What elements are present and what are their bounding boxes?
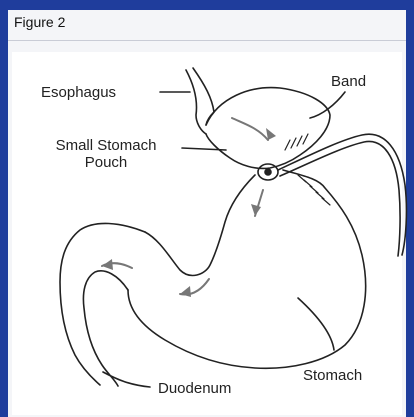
band-tube-inner — [280, 141, 400, 256]
label-stomach: Stomach — [303, 367, 362, 384]
duodenum-outline — [83, 271, 128, 386]
label-esophagus: Esophagus — [41, 84, 116, 101]
label-pouch: Small Stomach Pouch — [36, 137, 176, 171]
band-port — [265, 169, 271, 175]
antrum-outline — [60, 223, 145, 385]
band-leader — [310, 92, 345, 118]
stomach-leader — [298, 298, 334, 350]
pouch-leader — [182, 148, 226, 150]
flow-arrow-esophagus — [232, 118, 268, 140]
label-pouch-line1: Small Stomach — [36, 137, 176, 154]
esophagus-outline-left — [186, 70, 206, 134]
band-hatching — [285, 134, 330, 205]
pouch-outline — [206, 88, 330, 169]
stomach-outline-left — [145, 175, 255, 275]
label-pouch-line2: Pouch — [36, 154, 176, 171]
label-duodenum: Duodenum — [158, 380, 231, 397]
label-band: Band — [331, 73, 366, 90]
